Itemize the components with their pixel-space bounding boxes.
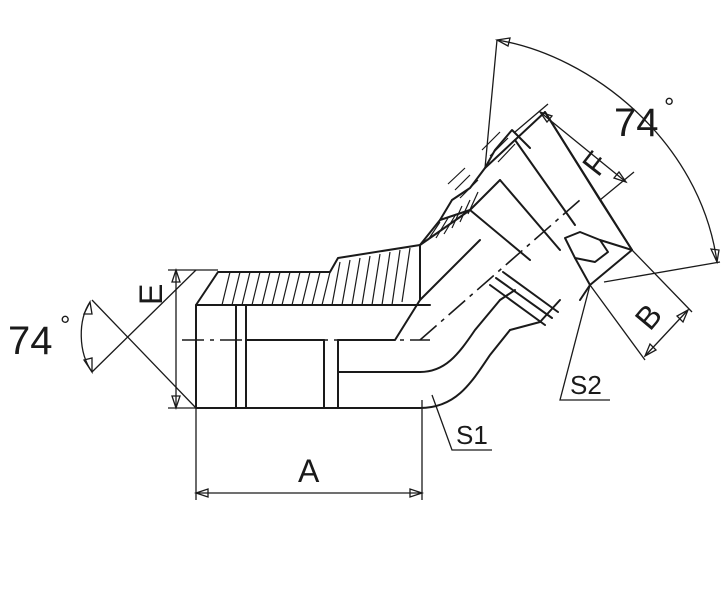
centerlines [182,199,581,341]
angle-left-degree: ° [60,310,70,340]
angle-left-lines [80,269,197,409]
s1-leader [431,394,492,451]
dim-a-label: A [298,453,320,489]
dimension-b [589,249,693,361]
dim-e-label: E [133,284,169,305]
angle-left-label: 74 [8,319,53,363]
s2-leader [559,284,610,401]
s1-label: S1 [456,420,488,450]
dimension-e [168,267,218,411]
dimension-a [193,400,425,500]
male-straight-end [195,244,431,409]
elbow-body [419,209,511,409]
s2-label: S2 [570,370,602,400]
angle-top-lines [484,37,721,283]
dimension-f [514,103,635,201]
angle-top-label: 74 [614,101,659,145]
thread-hatching-straight [221,247,411,306]
thread-hatching-angled [427,131,516,241]
dim-f-label: F [575,145,615,183]
dim-b-label: B [628,297,669,336]
angle-top-degree: ° [664,92,674,122]
